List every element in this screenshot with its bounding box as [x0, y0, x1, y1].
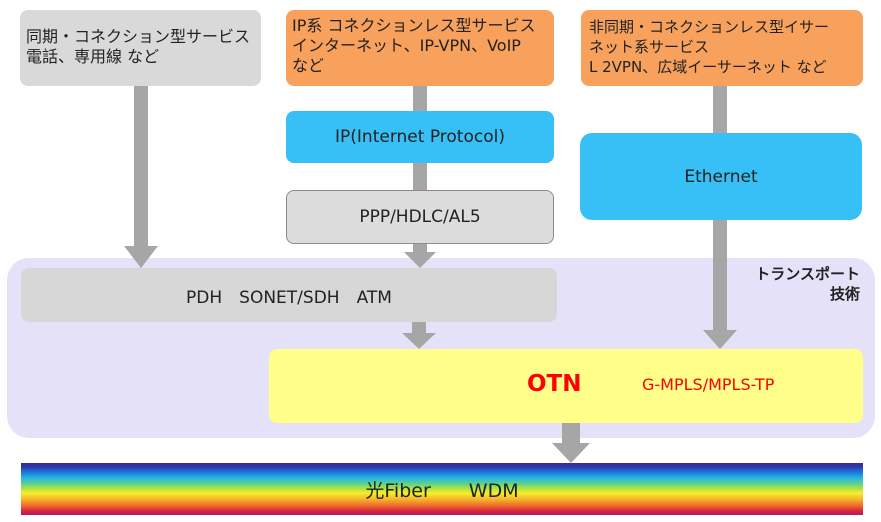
arrow-ip-to-ipprotocol [412, 86, 428, 111]
fiber-wdm-band: 光Fiber WDM [21, 463, 863, 515]
fiber-wdm-label: 光Fiber WDM [365, 479, 519, 502]
arrow-async-to-ethernet [712, 86, 728, 133]
arrow-ipprotocol-to-ppp [412, 163, 428, 190]
arrow-ppp-to-pdh [404, 244, 436, 268]
arrow-ethernet-to-otn [703, 220, 737, 349]
arrow-sync-to-pdh [124, 86, 158, 268]
ip-protocol-box: IP(Internet Protocol) [286, 111, 554, 163]
transport-label: トランスポート 技術 [755, 265, 860, 303]
sync-service-box: 同期・コネクション型サービス 電話、専用線 など [20, 10, 261, 86]
gmpls-label: G-MPLS/MPLS-TP [642, 375, 775, 394]
pdh-sonet-atm-box: PDH SONET/SDH ATM [21, 268, 557, 322]
ethernet-box: Ethernet [580, 133, 862, 220]
ppp-box: PPP/HDLC/AL5 [286, 190, 554, 244]
arrow-otn-to-fiber [552, 423, 590, 463]
arrow-pdh-to-otn [402, 322, 436, 349]
otn-box: OTN G-MPLS/MPLS-TP [269, 349, 863, 423]
otn-label: OTN [527, 371, 582, 397]
ip-service-box: IP系 コネクションレス型サービス インターネット、IP-VPN、VoIP など [286, 10, 554, 86]
async-service-box: 非同期・コネクションレス型イサー ネット系サービス L 2VPN、広域イーサーネ… [581, 10, 863, 86]
